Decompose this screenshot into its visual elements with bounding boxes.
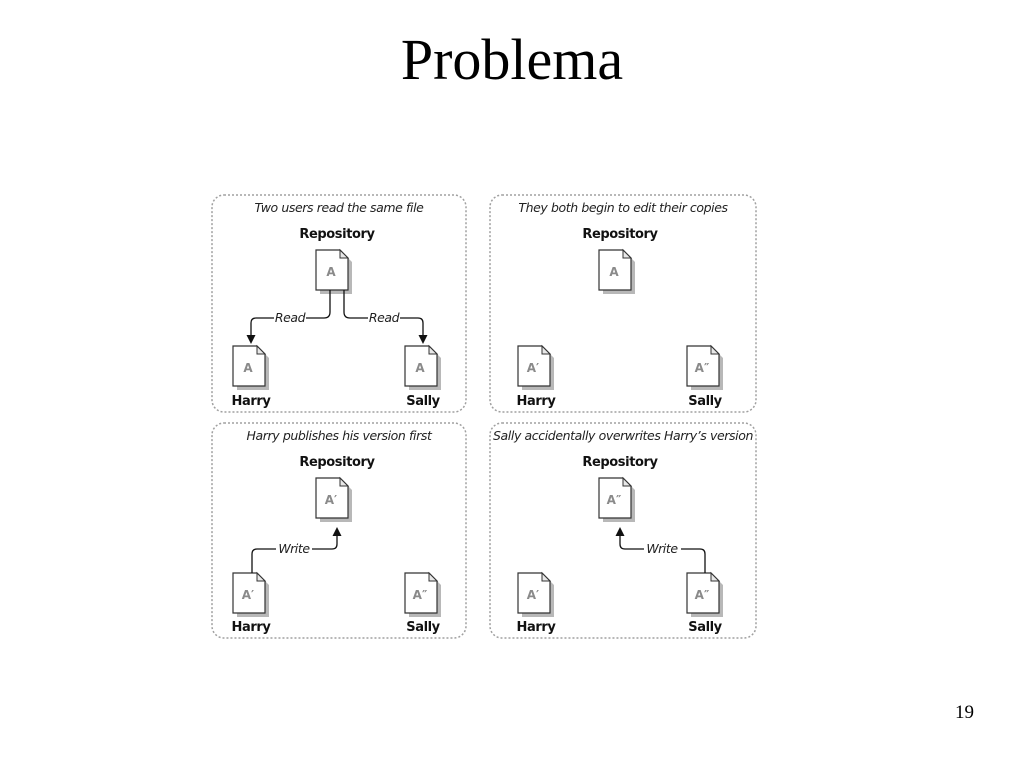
sally-file-icon: A″ xyxy=(686,572,724,618)
file-version-label: A xyxy=(326,265,336,279)
arrowhead-down-icon xyxy=(418,335,428,344)
file-version-label: A″ xyxy=(695,361,710,375)
panel-border xyxy=(489,422,757,639)
write-arrow-label: Write xyxy=(646,541,678,556)
harry-file-icon: A′ xyxy=(517,572,555,618)
panel-border xyxy=(211,422,467,639)
sally-file-icon: A″ xyxy=(404,572,442,618)
panel-border xyxy=(489,194,757,413)
repository-label: Repository xyxy=(582,227,658,242)
panel-caption: Sally accidentally overwrites Harry’s ve… xyxy=(493,428,753,443)
repository-file-icon: A xyxy=(598,249,636,295)
panel-border xyxy=(211,194,467,413)
panel-read: Two users read the same file Repository … xyxy=(211,194,467,413)
sally-label: Sally xyxy=(406,394,440,409)
file-version-label: A xyxy=(243,361,253,375)
file-version-label: A″ xyxy=(413,588,428,602)
file-version-label: A″ xyxy=(695,588,710,602)
sally-label: Sally xyxy=(688,620,722,635)
file-version-label: A′ xyxy=(527,588,539,602)
read-arrow-label: Read xyxy=(369,310,400,325)
sally-file-icon: A″ xyxy=(686,345,724,391)
repository-file-icon: A xyxy=(315,249,353,295)
file-version-label: A′ xyxy=(527,361,539,375)
panel-harry-publishes: Harry publishes his version first Reposi… xyxy=(211,422,467,639)
write-arrow-harry xyxy=(251,534,338,573)
harry-label: Harry xyxy=(517,620,557,635)
write-arrow-sally xyxy=(619,534,706,573)
slide-title: Problema xyxy=(400,27,624,92)
repository-file-icon: A′ xyxy=(315,477,353,523)
page-number: 19 xyxy=(955,702,974,723)
arrowhead-down-icon xyxy=(246,335,256,344)
repository-label: Repository xyxy=(299,227,375,242)
repository-label: Repository xyxy=(582,455,658,470)
harry-file-icon: A xyxy=(232,345,270,391)
repository-file-icon: A″ xyxy=(598,477,636,523)
file-version-label: A′ xyxy=(242,588,254,602)
file-version-label: A xyxy=(415,361,425,375)
panel-caption: Harry publishes his version first xyxy=(247,428,433,443)
sally-label: Sally xyxy=(406,620,440,635)
file-version-label: A xyxy=(609,265,619,279)
write-arrow-label: Write xyxy=(278,541,310,556)
harry-label: Harry xyxy=(232,394,272,409)
harry-label: Harry xyxy=(232,620,272,635)
read-arrow-harry xyxy=(250,290,331,336)
harry-file-icon: A′ xyxy=(232,572,270,618)
panel-sally-overwrites: Sally accidentally overwrites Harry’s ve… xyxy=(489,422,757,639)
harry-label: Harry xyxy=(517,394,557,409)
arrowhead-up-icon xyxy=(615,527,625,536)
file-version-label: A″ xyxy=(607,493,622,507)
panel-caption: Two users read the same file xyxy=(255,200,425,215)
harry-file-icon: A′ xyxy=(517,345,555,391)
read-arrow-label: Read xyxy=(275,310,306,325)
arrowhead-up-icon xyxy=(332,527,342,536)
sally-file-icon: A xyxy=(404,345,442,391)
sally-label: Sally xyxy=(688,394,722,409)
panel-caption: They both begin to edit their copies xyxy=(518,200,728,215)
repository-label: Repository xyxy=(299,455,375,470)
read-arrow-sally xyxy=(343,290,424,336)
panel-edit: They both begin to edit their copies Rep… xyxy=(489,194,757,413)
file-version-label: A′ xyxy=(325,493,337,507)
